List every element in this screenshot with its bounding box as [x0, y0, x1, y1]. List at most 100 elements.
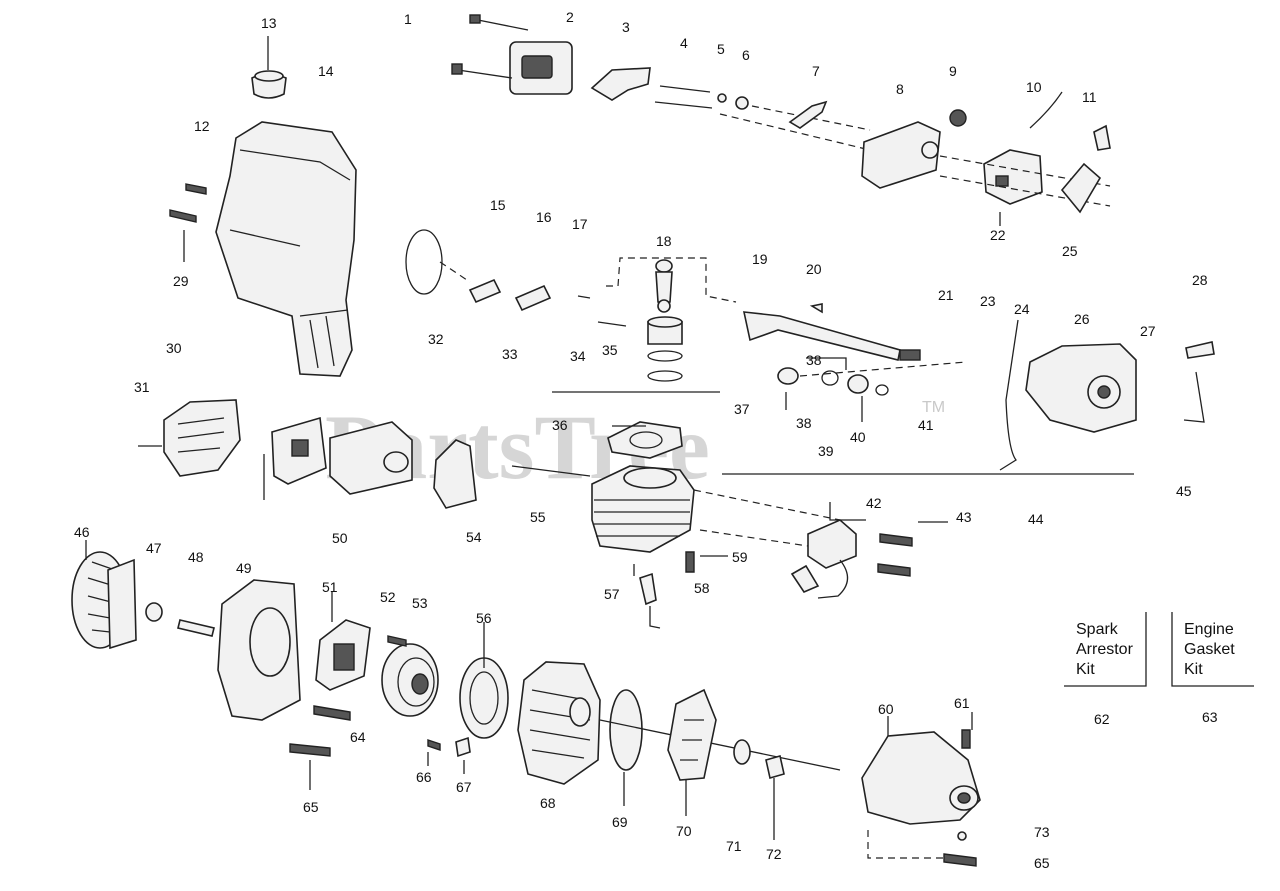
starter-spring-part: [427, 657, 509, 758]
callout-36: 36: [552, 417, 568, 433]
callout-13: 13: [261, 15, 277, 31]
callout-42: 42: [866, 495, 882, 511]
callout-23: 23: [980, 293, 996, 309]
callout-39: 39: [818, 443, 834, 459]
spark-plug-part: [639, 572, 661, 629]
callout-71: 71: [726, 838, 742, 854]
fan-housing-part: [517, 661, 601, 785]
callout-46: 46: [74, 524, 90, 540]
callout-3: 3: [622, 19, 630, 35]
callout-15: 15: [490, 197, 506, 213]
piston-part: [647, 316, 683, 382]
callout-50: 50: [332, 530, 348, 546]
filter-gasket-part: [433, 439, 477, 509]
callout-58: 58: [694, 580, 710, 596]
callout-64: 64: [350, 729, 366, 745]
callout-40: 40: [850, 429, 866, 445]
guide-line: [806, 357, 847, 370]
callout-1: 1: [404, 11, 412, 27]
callout-8: 8: [896, 81, 904, 97]
callout-45: 45: [1176, 483, 1192, 499]
callout-66: 66: [416, 769, 432, 785]
clutch-housing-part: [861, 729, 981, 867]
callout-18: 18: [656, 233, 672, 249]
callout-65b: 65: [1034, 855, 1050, 871]
callout-51: 51: [322, 579, 338, 595]
cylinder-part: [511, 465, 695, 553]
callout-7: 7: [812, 63, 820, 79]
callout-49: 49: [236, 560, 252, 576]
crankcase-part: [999, 319, 1215, 471]
callout-43: 43: [956, 509, 972, 525]
callout-27: 27: [1140, 323, 1156, 339]
callout-57: 57: [604, 586, 620, 602]
callout-24: 24: [1014, 301, 1030, 317]
callout-30: 30: [166, 340, 182, 356]
callout-9: 9: [949, 63, 957, 79]
air-filter-part: [271, 416, 413, 495]
callout-60: 60: [878, 701, 894, 717]
engine-gasket-kit-label: Engine Gasket Kit: [1184, 621, 1235, 678]
callout-73: 73: [1034, 824, 1050, 840]
gaskets-part: [468, 278, 627, 327]
callout-37: 37: [734, 401, 750, 417]
callout-56: 56: [476, 610, 492, 626]
starter-pulley-part: [381, 635, 439, 717]
flywheel-part: [71, 551, 215, 650]
engine-housing-part: [217, 579, 351, 757]
callout-22: 22: [990, 227, 1006, 243]
callout-63: 63: [1202, 709, 1218, 725]
callout-54: 54: [466, 529, 482, 545]
callout-5: 5: [717, 41, 725, 57]
cylinder-gasket-part: [607, 421, 683, 459]
guide-line: [829, 502, 866, 521]
fuel-tank-housing-part: [169, 121, 357, 377]
callout-21: 21: [938, 287, 954, 303]
callout-29: 29: [173, 273, 189, 289]
callout-52: 52: [380, 589, 396, 605]
callout-68: 68: [540, 795, 556, 811]
muffler-bracket-part: [590, 67, 651, 101]
watermark-trademark: TM: [922, 399, 945, 416]
callout-53: 53: [412, 595, 428, 611]
callout-59: 59: [732, 549, 748, 565]
callout-48: 48: [188, 549, 204, 565]
callout-31: 31: [134, 379, 150, 395]
callout-26: 26: [1074, 311, 1090, 327]
callout-69: 69: [612, 814, 628, 830]
muffler-cover-part: [451, 14, 573, 95]
callout-55: 55: [530, 509, 546, 525]
callout-34: 34: [570, 348, 586, 364]
connecting-rod-part: [606, 257, 737, 313]
clutch-shoe-part: [667, 688, 785, 781]
callout-16: 16: [536, 209, 552, 225]
spark-arrestor-kit-label: Spark Arrestor Kit: [1076, 621, 1133, 678]
carburetor-screws-part: [654, 85, 871, 151]
carburetor-part: [939, 149, 1111, 214]
fuel-cap-part: [251, 70, 287, 99]
starter-gasket-part: [315, 619, 371, 691]
callout-61: 61: [954, 695, 970, 711]
callout-70: 70: [676, 823, 692, 839]
carburetor-plate-part: [861, 91, 1111, 189]
callout-19: 19: [752, 251, 768, 267]
callout-2: 2: [566, 9, 574, 25]
callout-33: 33: [502, 346, 518, 362]
callout-32: 32: [428, 331, 444, 347]
callout-4: 4: [680, 35, 688, 51]
o-ring-part: [405, 229, 471, 295]
callout-25: 25: [1062, 243, 1078, 259]
callout-12: 12: [194, 118, 210, 134]
callout-65: 65: [303, 799, 319, 815]
callout-6: 6: [742, 47, 750, 63]
callout-41: 41: [918, 417, 934, 433]
callout-14: 14: [318, 63, 334, 79]
clutch-disc-part: [599, 689, 841, 771]
callout-11: 11: [1082, 89, 1097, 105]
callout-62: 62: [1094, 711, 1110, 727]
callout-38b: 38: [796, 415, 812, 431]
crankshaft-part: [742, 303, 921, 361]
callout-38: 38: [806, 352, 822, 368]
callout-20: 20: [806, 261, 822, 277]
